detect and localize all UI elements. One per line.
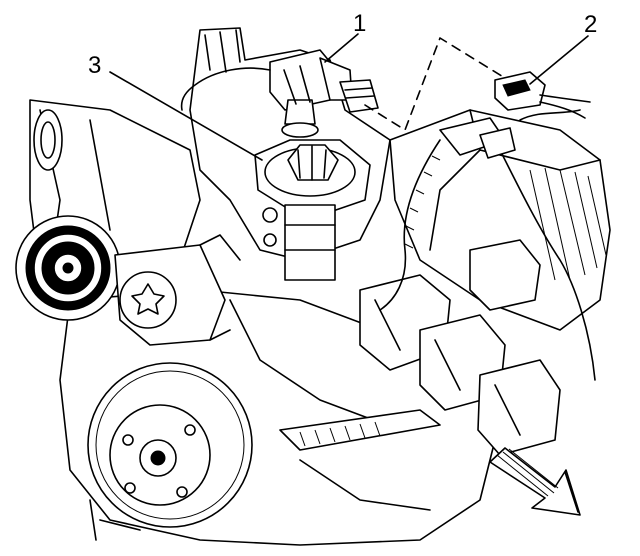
sensor-connector [180,49,379,138]
leader-lines [109,33,589,161]
callout-2: 2 [584,11,597,38]
callout-3: 3 [88,52,101,79]
idler-pulley [15,215,121,321]
coolant-pipe [279,409,441,451]
callout-1: 1 [353,10,366,37]
water-pump-pulley [87,362,253,541]
dashed-leader [364,37,506,131]
front-direction-arrow [489,447,581,516]
belt-tensioner [114,234,241,346]
ignition-coil-packs [359,239,561,456]
sensor-mounting-base [254,139,371,281]
wiring-harness [379,109,596,381]
